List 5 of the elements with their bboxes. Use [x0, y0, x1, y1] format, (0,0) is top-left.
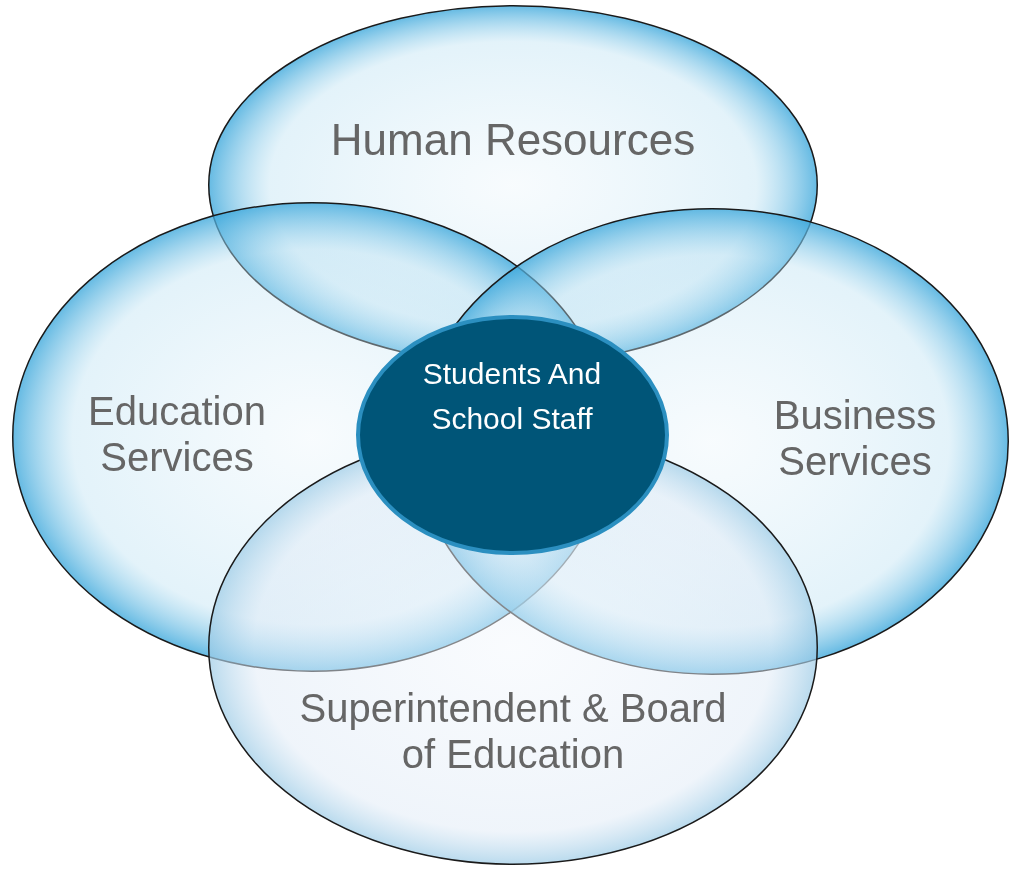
ellipse-label: Students And School Staff	[421, 356, 603, 437]
ellipse-label: Human Resources	[329, 115, 697, 165]
ellipse-label: Superintendent & Board of Education	[298, 685, 728, 777]
ellipse-label: Education Services	[87, 388, 267, 480]
ellipse-label: Business Services	[772, 392, 938, 484]
